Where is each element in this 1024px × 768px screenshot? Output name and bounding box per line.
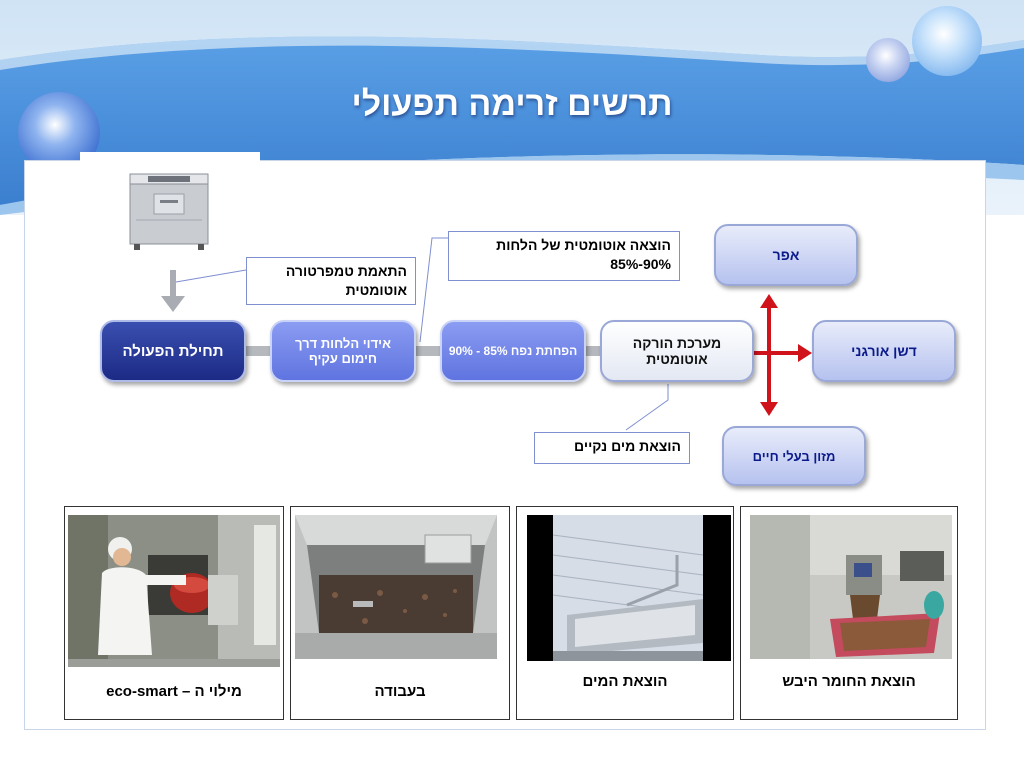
flow-evaporation-label: אידוי הלחות דרך חימום עקיף (295, 336, 391, 366)
photo-panel-working: בעבודה (290, 506, 510, 720)
flow-volume-reduction-label: הפחתת נפח 85% - 90% (448, 344, 578, 358)
working-photo (295, 515, 497, 659)
flow-emptying-system-label: מערכת הורקה אוטומטית (632, 335, 722, 367)
header-bubble-right-large (912, 6, 982, 76)
flow-animal-feed-label: מזון בעלי חיים (752, 448, 836, 464)
header-bubble-right-small (866, 38, 910, 82)
callout-clean-water-text: הוצאת מים נקיים (574, 438, 681, 454)
flow-volume-reduction: הפחתת נפח 85% - 90% (440, 320, 586, 382)
callout-temperature-text: התאמת טמפרטורה אוטומטית (285, 263, 407, 298)
start-down-arrow (161, 270, 185, 312)
flow-fertilizer-label: דשן אורגני (851, 343, 917, 359)
callout-moisture-line2: 90%-85% (610, 255, 671, 272)
callout-clean-water: הוצאת מים נקיים (534, 432, 690, 464)
flow-ash-label: אפר (772, 247, 800, 263)
photo-panel-dry-material: הוצאת החומר היבש (740, 506, 958, 720)
photo-panel-filling: מילוי ה – eco-smart (64, 506, 284, 720)
photo-caption-filling: מילוי ה – eco-smart (106, 683, 242, 700)
flow-start-label: תחילת הפעולה (122, 342, 224, 360)
dry-material-photo (750, 515, 952, 659)
callout-moisture-removal: הוצאה אוטומטית של הלחות 90%-85% (448, 231, 680, 281)
frame-tab (80, 152, 260, 172)
flow-ash: אפר (714, 224, 858, 286)
callout-moisture-line1: הוצאה אוטומטית של הלחות (496, 237, 671, 253)
photo-caption-working: בעבודה (374, 683, 426, 700)
filling-photo (68, 515, 280, 667)
flow-start-operation: תחילת הפעולה (100, 320, 246, 382)
eco-smart-machine-image (129, 173, 209, 250)
page-title: תרשים זרימה תפעולי (351, 85, 673, 123)
flow-organic-fertilizer: דשן אורגני (812, 320, 956, 382)
flow-evaporation: אידוי הלחות דרך חימום עקיף (270, 320, 416, 382)
water-removal-photo (527, 515, 731, 661)
photo-caption-water: הוצאת המים (582, 673, 668, 690)
photo-panel-water: הוצאת המים (516, 506, 734, 720)
callout-temperature: התאמת טמפרטורה אוטומטית (246, 257, 416, 305)
photo-caption-dry-material: הוצאת החומר היבש (782, 673, 916, 690)
flow-animal-feed: מזון בעלי חיים (722, 426, 866, 486)
flow-emptying-system: מערכת הורקה אוטומטית (600, 320, 754, 382)
